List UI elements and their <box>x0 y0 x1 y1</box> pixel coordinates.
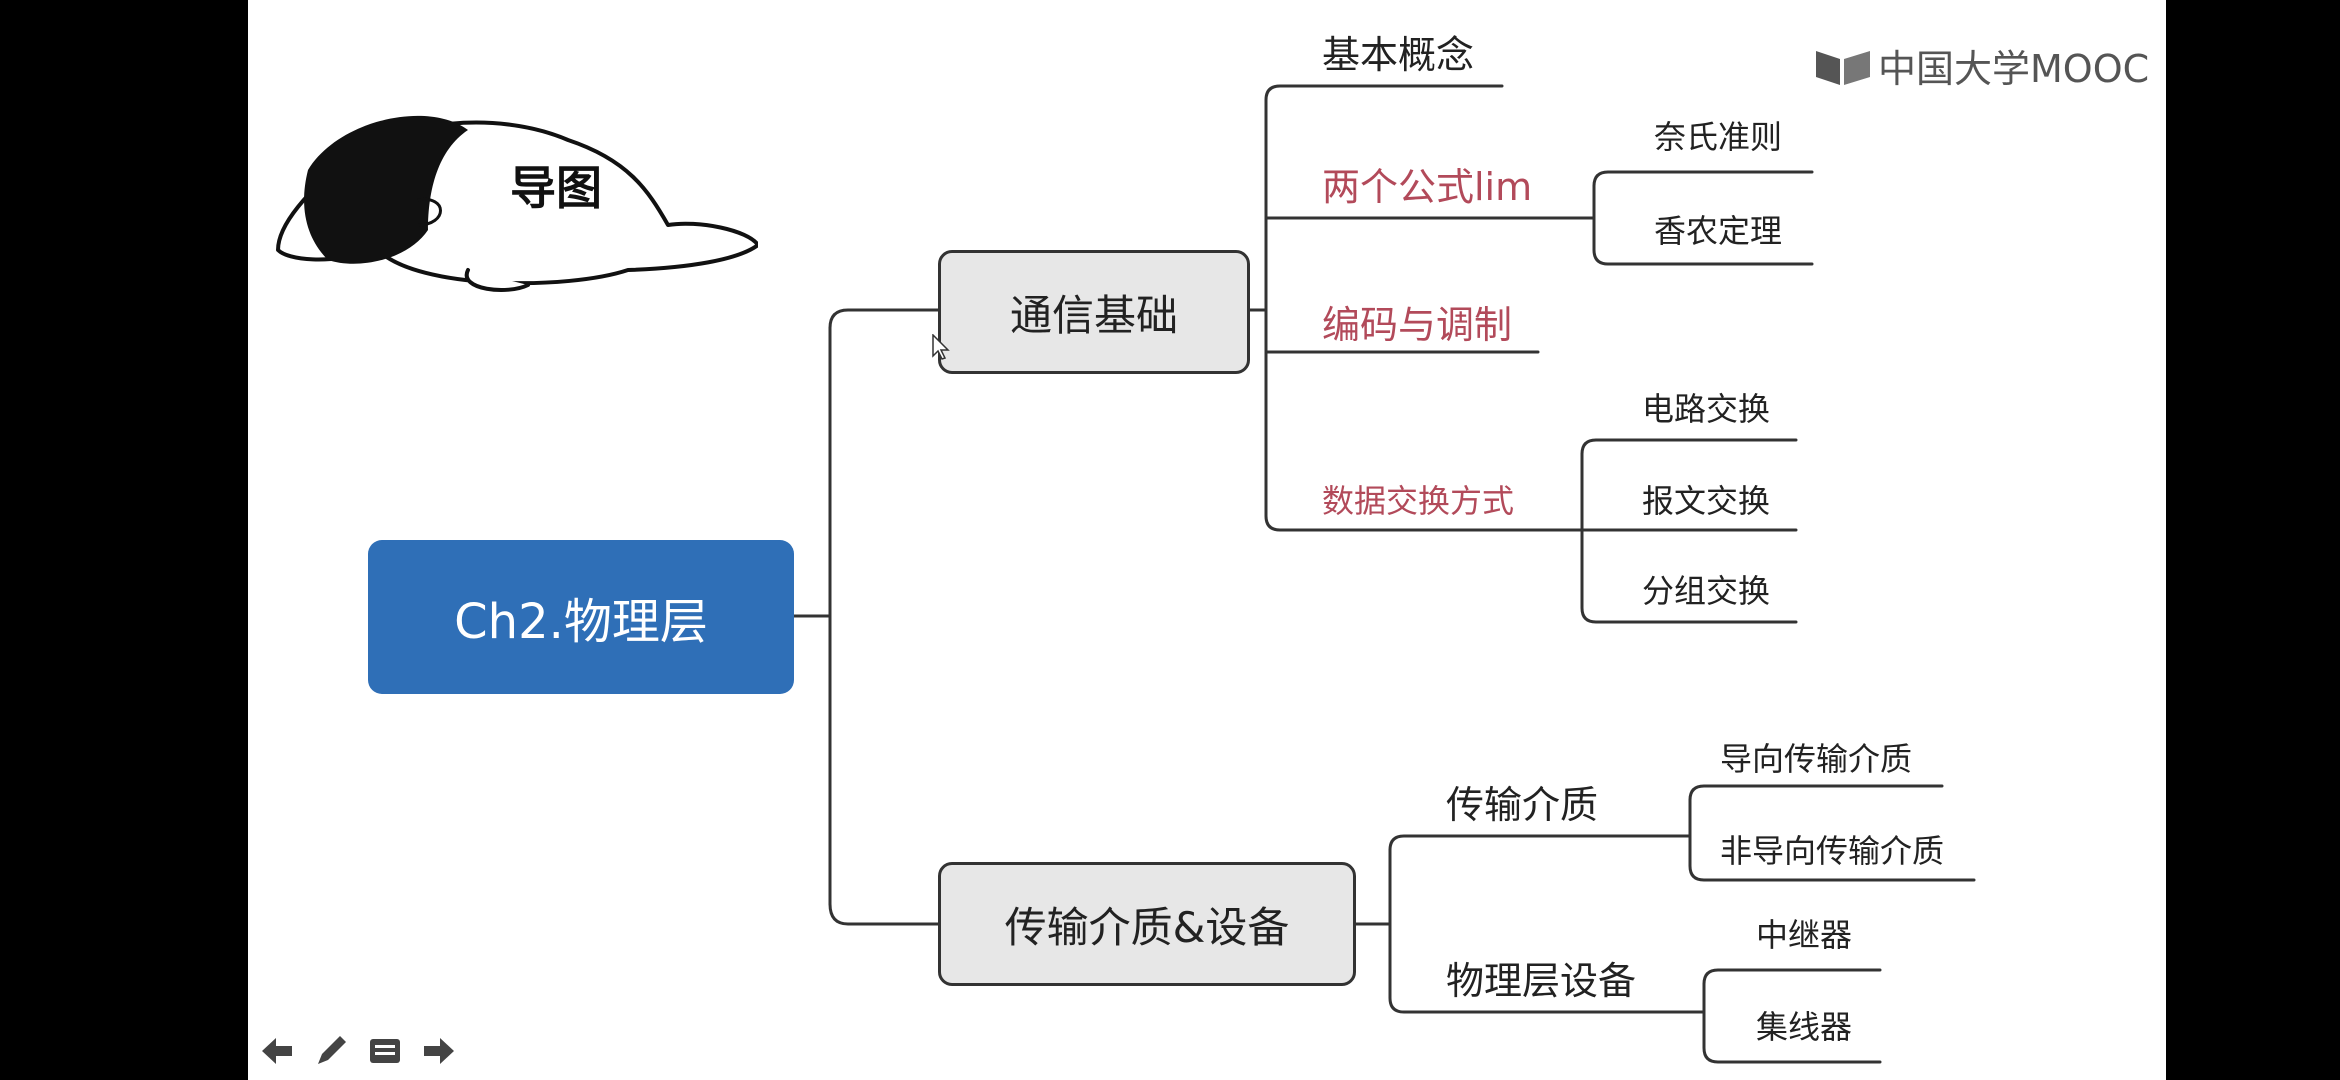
topic-nyquist[interactable]: 奈氏准则 <box>1654 118 1783 156</box>
next-slide-button[interactable] <box>418 1030 460 1072</box>
branch-node-media-devices[interactable]: 传输介质&设备 <box>938 862 1356 986</box>
topic-message-switching[interactable]: 报文交换 <box>1642 482 1771 520</box>
slide-canvas: 导图 中国大学MOOC Ch2.物理层 通信基础 传输介质&设备 基本概念 两个… <box>248 0 2166 1080</box>
branch-node-label: 传输介质&设备 <box>1004 902 1290 952</box>
menu-icon <box>370 1039 400 1063</box>
mooc-logo: 中国大学MOOC <box>1814 38 2149 93</box>
pencil-icon <box>318 1036 346 1064</box>
lying-character-illustration <box>276 115 758 292</box>
mooc-book-icon <box>1816 50 1870 85</box>
previous-slide-button[interactable] <box>256 1030 298 1072</box>
topic-basic-concepts[interactable]: 基本概念 <box>1322 33 1475 77</box>
mindmap-connectors <box>792 84 1976 1064</box>
topic-shannon[interactable]: 香农定理 <box>1654 212 1783 250</box>
branch-node-communication-basics[interactable]: 通信基础 <box>938 250 1250 374</box>
root-node-label: Ch2.物理层 <box>454 594 708 650</box>
topic-physical-devices[interactable]: 物理层设备 <box>1446 959 1637 1003</box>
arrow-right-icon <box>424 1038 454 1064</box>
root-node[interactable]: Ch2.物理层 <box>368 540 794 694</box>
branch-node-label: 通信基础 <box>1009 290 1178 340</box>
mouse-cursor-icon <box>932 334 950 360</box>
slide-menu-button[interactable] <box>364 1030 406 1072</box>
topic-circuit-switching[interactable]: 电路交换 <box>1642 390 1771 428</box>
topic-coding-modulation[interactable]: 编码与调制 <box>1322 303 1513 347</box>
topic-guided-media[interactable]: 导向传输介质 <box>1720 740 1913 778</box>
topic-transmission-media[interactable]: 传输介质 <box>1446 783 1599 827</box>
topic-two-formulas[interactable]: 两个公式lim <box>1322 165 1533 209</box>
arrow-left-icon <box>262 1038 292 1064</box>
topic-data-switching[interactable]: 数据交换方式 <box>1322 482 1515 520</box>
mooc-logo-text: 中国大学MOOC <box>1878 47 2150 91</box>
topic-packet-switching[interactable]: 分组交换 <box>1642 572 1771 610</box>
topic-repeater[interactable]: 中继器 <box>1756 916 1853 954</box>
pen-tool-button[interactable] <box>310 1030 352 1072</box>
slide-toolbar <box>256 1030 460 1072</box>
topic-unguided-media[interactable]: 非导向传输介质 <box>1720 832 1945 870</box>
topic-hub[interactable]: 集线器 <box>1756 1008 1853 1046</box>
illustration-caption: 导图 <box>510 161 602 215</box>
